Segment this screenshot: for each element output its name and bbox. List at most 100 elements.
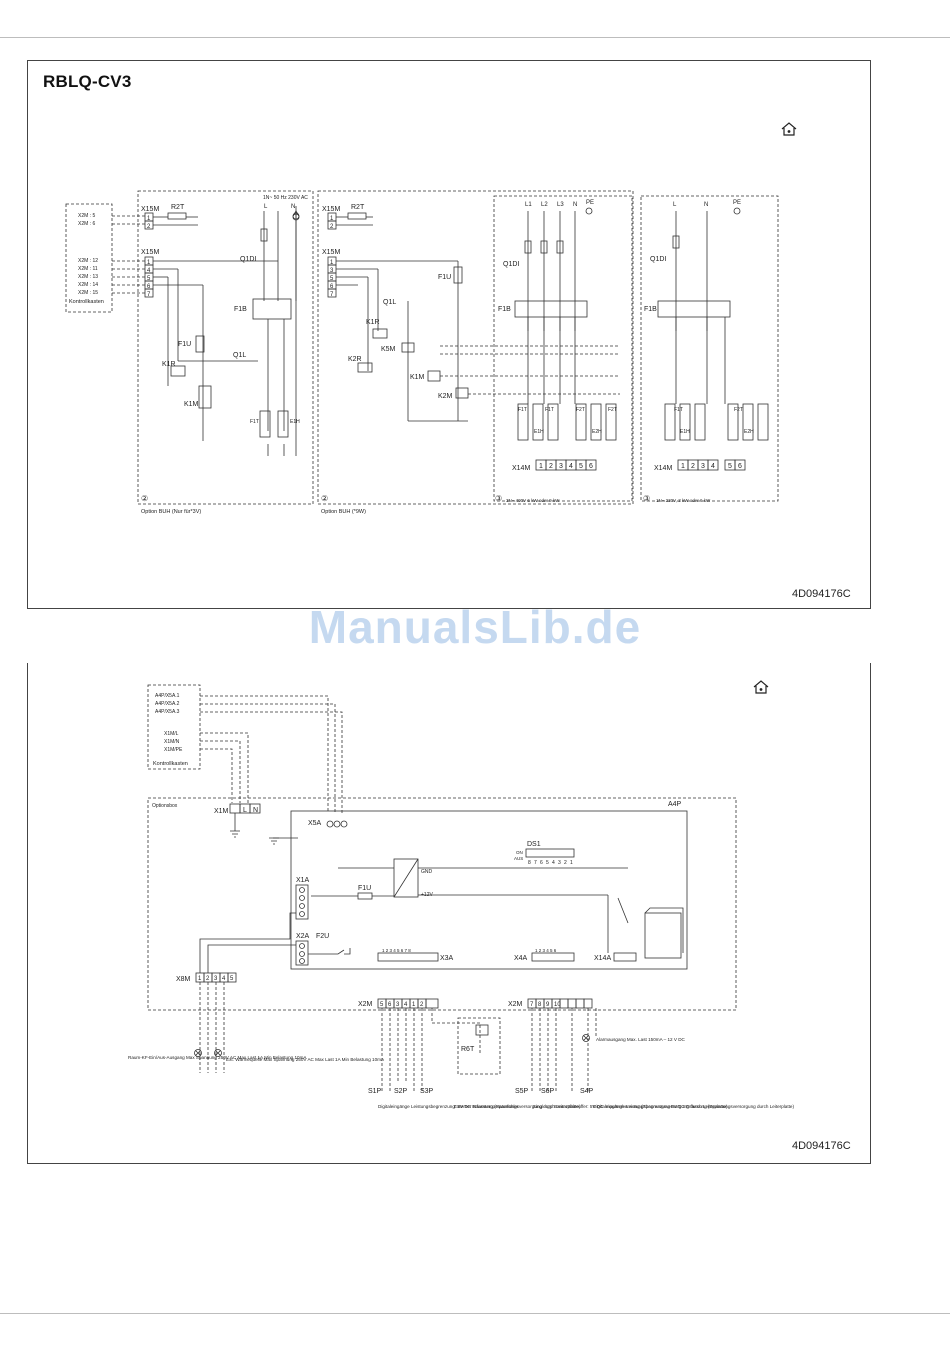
svg-text:E1H: E1H	[534, 429, 544, 435]
label-r2t-a: R2T	[171, 204, 185, 211]
wiring-schematic-2: Kontrollkasten A4P/X5A.1 A4P/X5A.2 A4P/X…	[128, 684, 794, 1109]
svg-text:K5M: K5M	[381, 346, 396, 353]
svg-text:5: 5	[380, 1002, 384, 1008]
svg-text:X1M/L: X1M/L	[164, 731, 179, 737]
svg-text:PE: PE	[586, 200, 594, 206]
svg-text:1: 1	[330, 216, 334, 222]
caption-section-b: Option BUH (*9W)	[321, 509, 366, 515]
note-room-on-off: Raum-KF-Ein/Aus-Ausgang Max Spannung 250…	[128, 1055, 307, 1060]
svg-text:3: 3	[558, 860, 561, 866]
svg-text:E2H: E2H	[744, 429, 754, 435]
svg-text:K2M: K2M	[438, 393, 453, 400]
home-icon	[753, 680, 769, 694]
svg-text:X2M : 12: X2M : 12	[78, 258, 98, 264]
label-f1b-a: F1B	[234, 306, 247, 313]
svg-text:7: 7	[534, 860, 537, 866]
label-k1r-a: K1R	[162, 361, 176, 368]
section-buh-3v	[137, 190, 314, 505]
svg-text:X2M : 11: X2M : 11	[78, 266, 98, 272]
svg-text:1 2 3 4 5 6: 1 2 3 4 5 6	[535, 948, 557, 953]
svg-text:1: 1	[412, 1002, 416, 1008]
wiring-schematic-1: Kontrollkasten X2M : 5 X2M : 6 X2M : 12 …	[65, 190, 779, 515]
svg-text:6: 6	[388, 1002, 392, 1008]
svg-text:L2: L2	[541, 202, 548, 208]
svg-text:F2T: F2T	[734, 407, 743, 413]
svg-text:E1H: E1H	[680, 429, 690, 435]
wiring-diagram-panel-2: Kontrollkasten A4P/X5A.1 A4P/X5A.2 A4P/X…	[27, 663, 871, 1164]
svg-text:X2M: X2M	[508, 1001, 523, 1008]
svg-text:F1T: F1T	[545, 407, 554, 413]
a4p-board	[290, 810, 688, 970]
svg-text:9: 9	[546, 1002, 550, 1008]
svg-text:3: 3	[396, 1002, 400, 1008]
svg-text:8: 8	[538, 1002, 542, 1008]
svg-text:6: 6	[589, 463, 593, 470]
svg-text:X2M: X2M	[358, 1001, 373, 1008]
note-room-sensor: Externer Raumtemperaturfühler	[454, 1104, 519, 1109]
svg-text:L: L	[264, 204, 268, 210]
svg-text:②: ②	[321, 494, 328, 503]
svg-text:S2P: S2P	[394, 1088, 408, 1095]
svg-text:F2T: F2T	[608, 407, 617, 413]
svg-text:4: 4	[147, 268, 151, 274]
svg-text:R2T: R2T	[351, 204, 365, 211]
svg-text:A4P/X5A.3: A4P/X5A.3	[155, 709, 180, 715]
svg-text:5: 5	[147, 276, 151, 282]
svg-text:2: 2	[549, 463, 553, 470]
svg-text:Optionsbox: Optionsbox	[152, 803, 178, 809]
svg-text:F2U: F2U	[316, 933, 329, 940]
svg-text:A4P/X5A.2: A4P/X5A.2	[155, 701, 180, 707]
control-box-2	[147, 684, 201, 770]
svg-text:X14M: X14M	[512, 465, 530, 472]
doc-number-2: 4D094176C	[792, 1140, 851, 1152]
svg-text:X1M: X1M	[214, 808, 229, 815]
svg-text:2: 2	[691, 463, 695, 470]
svg-text:1: 1	[539, 463, 543, 470]
svg-text:4: 4	[222, 976, 226, 982]
label-k1m-a: K1M	[184, 401, 199, 408]
svg-text:5: 5	[728, 463, 732, 470]
svg-text:Kontrollkasten: Kontrollkasten	[153, 761, 188, 767]
svg-text:6: 6	[147, 284, 151, 290]
svg-text:2: 2	[147, 224, 151, 230]
svg-text:F1T: F1T	[674, 407, 683, 413]
home-icon	[781, 122, 797, 136]
svg-text:A4P: A4P	[668, 801, 682, 808]
caption-section-d: 1N~ 230V, 3 kW oder 6 kW	[656, 498, 711, 503]
label-f1u-b: F1U	[438, 274, 451, 281]
svg-text:F1U: F1U	[358, 885, 371, 892]
svg-text:X3A: X3A	[440, 955, 454, 962]
control-box-label: Kontrollkasten	[69, 299, 104, 305]
doc-number-1: 4D094176C	[792, 588, 851, 600]
svg-text:3: 3	[214, 976, 218, 982]
label-q1l-a: Q1L	[233, 352, 246, 359]
svg-text:1: 1	[570, 860, 573, 866]
svg-text:X14A: X14A	[594, 955, 611, 962]
svg-text:PE: PE	[733, 200, 741, 206]
svg-text:F2T: F2T	[576, 407, 585, 413]
svg-text:8: 8	[528, 860, 531, 866]
svg-text:X2M : 15: X2M : 15	[78, 290, 98, 296]
svg-text:F1B: F1B	[498, 306, 511, 313]
svg-text:X2M : 5: X2M : 5	[78, 213, 95, 219]
svg-text:1: 1	[330, 260, 334, 266]
svg-text:1: 1	[147, 216, 151, 222]
svg-text:A4P/X5A.1: A4P/X5A.1	[155, 693, 180, 699]
note-alarm: Alarmausgang Max. Last 150mA – 12 V DC	[596, 1037, 686, 1042]
model-title: RBLQ-CV3	[43, 72, 132, 91]
svg-text:X14M: X14M	[654, 465, 672, 472]
svg-text:5: 5	[579, 463, 583, 470]
svg-text:6: 6	[738, 463, 742, 470]
svg-text:Q1DI: Q1DI	[650, 256, 666, 263]
svg-text:5: 5	[330, 276, 334, 282]
svg-text:X8M: X8M	[176, 976, 191, 983]
svg-text:F1B: F1B	[644, 306, 657, 313]
svg-text:5: 5	[546, 860, 549, 866]
svg-text:2: 2	[330, 224, 334, 230]
connector-refs: X2M : 5 X2M : 6 X2M : 12 X2M : 11 X2M : …	[78, 213, 98, 296]
svg-text:X15M: X15M	[322, 206, 340, 213]
section-3n-400v	[493, 195, 633, 502]
svg-text:GND: GND	[421, 869, 433, 875]
svg-text:X4A: X4A	[514, 955, 528, 962]
svg-text:ON: ON	[516, 850, 523, 855]
